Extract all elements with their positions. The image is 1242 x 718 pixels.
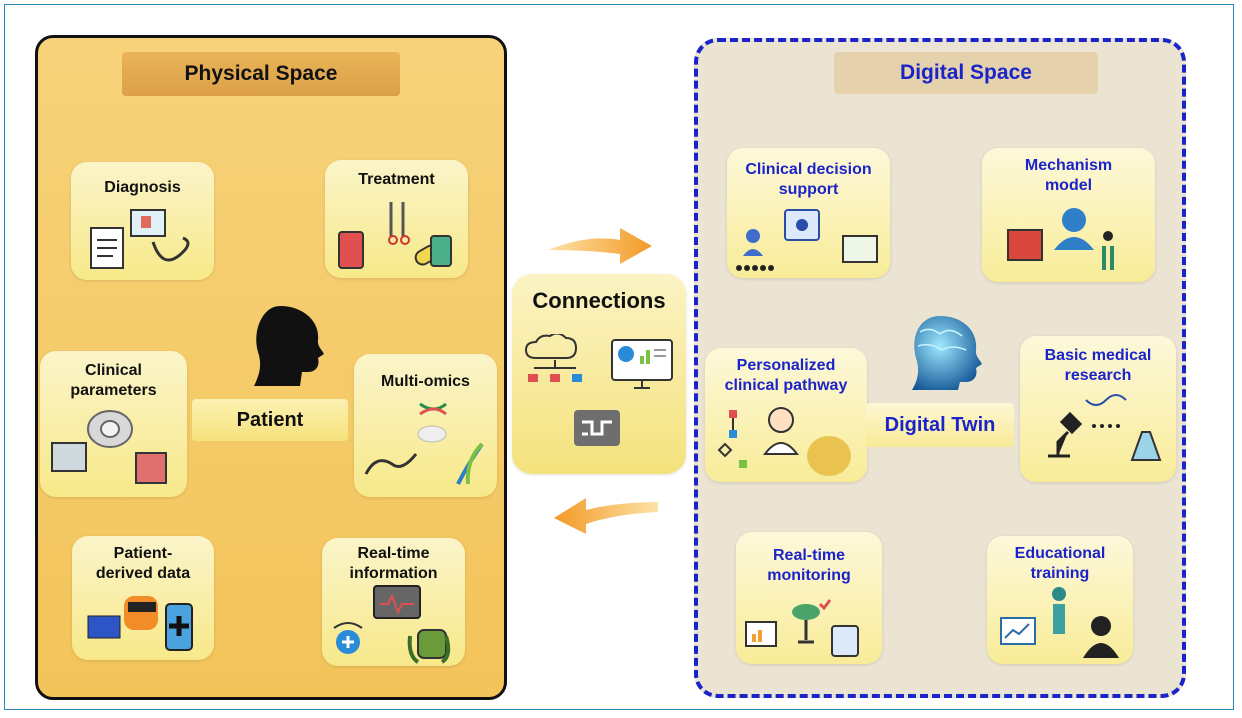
physical-space-title: Physical Space <box>122 52 400 96</box>
monitoring-icon <box>745 599 859 657</box>
mechanism-model-card: Mechanism model <box>982 148 1155 282</box>
arrow-to-digital <box>548 228 652 264</box>
realtime-information-label: Real-time information <box>349 545 438 582</box>
patient-derived-data-label: Patient- derived data <box>95 545 191 582</box>
realtime-monitoring-card: Real-time monitoring <box>736 532 882 664</box>
research-lab-icon <box>1048 394 1162 461</box>
diagnosis-label: Diagnosis <box>104 179 181 196</box>
ct-scanner-icon <box>51 410 167 484</box>
educational-training-card: Educational training <box>987 536 1133 664</box>
mechanism-model-label: Mechanism model <box>1024 157 1113 194</box>
circuit-chip-icon <box>574 410 620 446</box>
arrow-to-physical <box>554 498 658 534</box>
patient-head-icon <box>254 306 324 386</box>
treatment-label: Treatment <box>358 171 435 188</box>
digital-twin-label: Digital Twin <box>866 403 1014 447</box>
treatment-icon <box>338 202 452 269</box>
multi-omics-card: Multi-omics <box>354 354 497 497</box>
dashboard-monitor-icon <box>611 339 673 389</box>
patient-label: Patient <box>192 399 348 441</box>
connections-label: Connections <box>532 288 666 313</box>
clinical-parameters-label: Clinical parameters <box>70 362 157 399</box>
realtime-information-card: Real-time information <box>322 538 465 666</box>
basic-medical-research-label: Basic medical research <box>1044 347 1152 384</box>
digital-twin-head-icon <box>912 316 982 390</box>
diagnosis-card: Diagnosis <box>71 162 214 280</box>
mechanism-model-icon <box>1007 208 1114 270</box>
decision-support-icon <box>736 209 878 271</box>
personalized-clinical-pathway-label: Personalized clinical pathway <box>724 357 848 394</box>
dna-icon <box>364 402 484 485</box>
educational-training-label: Educational training <box>1014 545 1106 582</box>
wearable-phone-icon <box>87 596 193 651</box>
connections-card: Connections <box>512 274 686 474</box>
diagnosis-icon <box>90 209 190 269</box>
realtime-monitoring-label: Real-time monitoring <box>767 547 851 584</box>
monitor-watch-icon <box>333 585 451 664</box>
cloud-network-icon <box>524 334 582 382</box>
patient-derived-data-card: Patient- derived data <box>72 536 214 660</box>
clinical-decision-support-card: Clinical decision support <box>727 148 890 278</box>
clinical-parameters-card: Clinical parameters <box>40 351 187 497</box>
multi-omics-label: Multi-omics <box>381 373 470 390</box>
treatment-card: Treatment <box>325 160 468 278</box>
digital-space-title: Digital Space <box>834 52 1098 94</box>
figure-frame <box>4 4 1234 710</box>
training-icon <box>1000 587 1119 658</box>
clinical-decision-support-label: Clinical decision support <box>745 161 872 198</box>
pathway-flowchart-icon <box>717 407 851 476</box>
personalized-clinical-pathway-card: Personalized clinical pathway <box>705 348 867 482</box>
basic-medical-research-card: Basic medical research <box>1020 336 1176 482</box>
